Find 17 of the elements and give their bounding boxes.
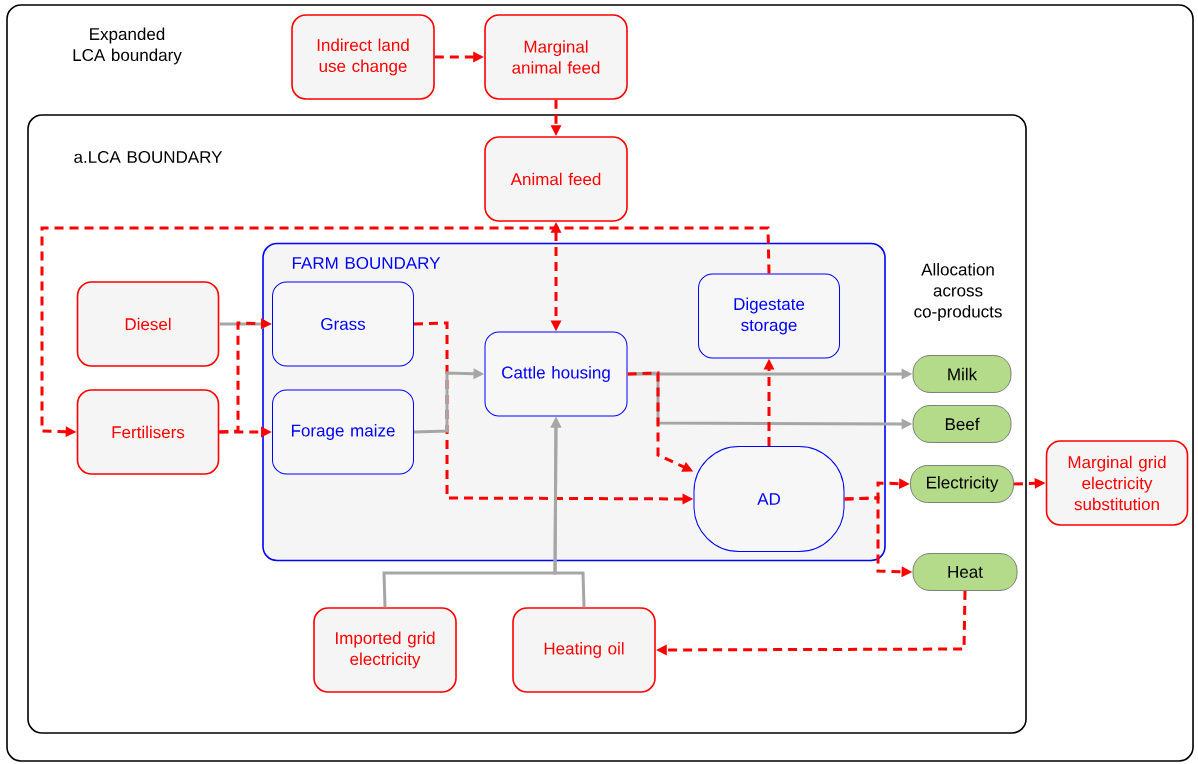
process-box: Marginal animal feed: [484, 14, 628, 100]
product-pill: Milk: [912, 355, 1012, 393]
product-pill: Beef: [912, 405, 1012, 443]
process-box: Forage maize: [272, 389, 414, 475]
process-box: Digestate storage: [698, 273, 840, 359]
process-box: Grass: [272, 281, 414, 367]
process-box: Heating oil: [512, 607, 656, 693]
note-text: Allocation across co-products: [914, 263, 1002, 321]
process-box: Cattle housing: [484, 331, 628, 417]
process-box: Imported grid electricity: [313, 607, 457, 693]
process-box: Indirect land use change: [291, 14, 435, 100]
product-pill: Heat: [912, 553, 1018, 591]
process-box: Diesel: [76, 281, 220, 367]
product-pill: Electricity: [910, 465, 1014, 503]
process-box: Fertilisers: [76, 389, 220, 475]
process-box: Marginal grid electricity substitution: [1045, 440, 1189, 526]
process-box: Animal feed: [484, 136, 628, 222]
